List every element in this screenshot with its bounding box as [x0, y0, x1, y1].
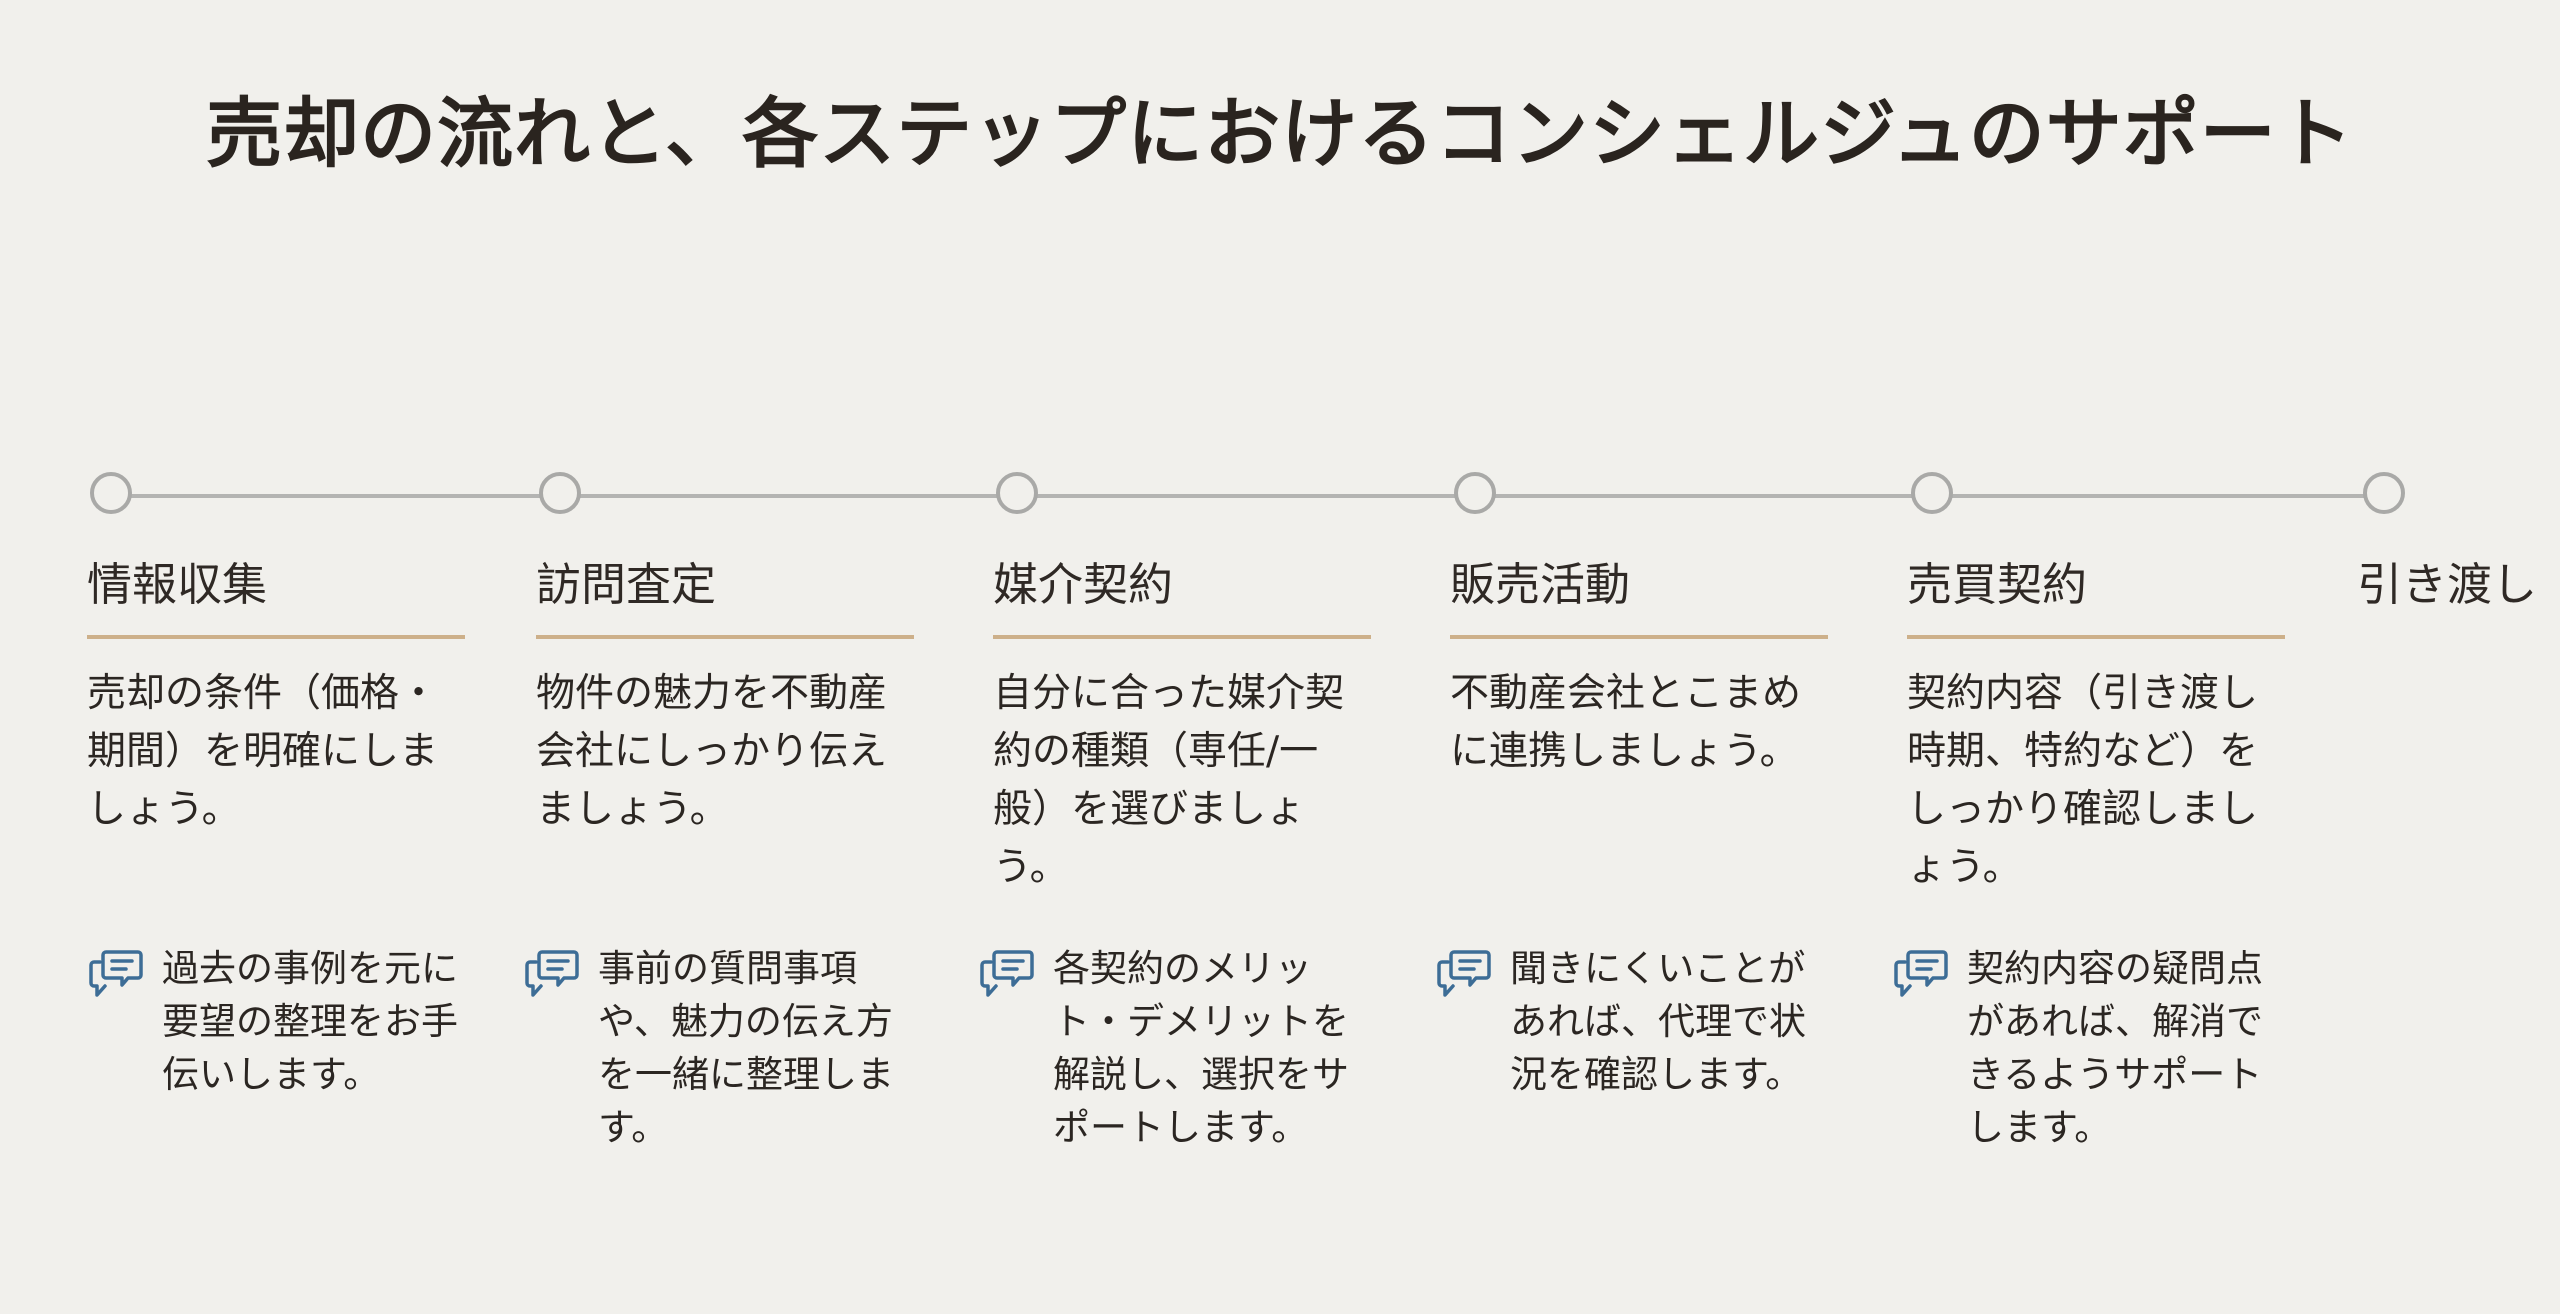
step-description: 自分に合った媒介契約の種類（専任/一般）を選びましょう。: [993, 671, 1345, 890]
page-title: 売却の流れと、各ステップにおけるコンシェルジュのサポート: [206, 89, 2354, 178]
timeline-track: [111, 494, 2384, 498]
concierge-support: 各契約のメリット・デメリットを解説し、選択をサポートします。: [977, 942, 1353, 1154]
chat-bubbles-icon: [977, 942, 1035, 1154]
step-name: 売買契約: [1907, 558, 2088, 611]
step-name: 引き渡し: [2357, 558, 2538, 611]
step-column: 引き渡し: [2357, 555, 2560, 615]
chat-bubbles-icon: [1434, 942, 1492, 1101]
step-divider: [1907, 635, 2285, 639]
step-name: 情報収集: [87, 558, 268, 611]
concierge-support: 契約内容の疑問点があれば、解消できるようサポートします。: [1891, 942, 2267, 1154]
timeline-node-3: [996, 472, 1038, 514]
support-text: 聞きにくいことがあれば、代理で状況を確認します。: [1510, 947, 1806, 1096]
step-column: 販売活動不動産会社とこまめに連携しましょう。: [1450, 555, 1830, 781]
step-column: 訪問査定物件の魅力を不動産会社にしっかり伝えましょう。: [536, 555, 916, 839]
support-text: 契約内容の疑問点があれば、解消できるようサポートします。: [1967, 947, 2263, 1149]
support-text: 各契約のメリット・デメリットを解説し、選択をサポートします。: [1053, 947, 1349, 1149]
chat-bubbles-icon: [522, 942, 580, 1154]
timeline-node-1: [90, 472, 132, 514]
step-divider: [1450, 635, 1828, 639]
step-divider: [993, 635, 1371, 639]
timeline-node-5: [1911, 472, 1953, 514]
step-name: 媒介契約: [993, 558, 1174, 611]
step-description: 物件の魅力を不動産会社にしっかり伝えましょう。: [536, 671, 888, 832]
support-text: 過去の事例を元に要望の整理をお手伝いします。: [162, 947, 458, 1096]
step-column: 媒介契約自分に合った媒介契約の種類（専任/一般）を選びましょう。: [993, 555, 1373, 897]
step-description: 売却の条件（価格・期間）を明確にしましょう。: [87, 671, 439, 832]
support-text: 事前の質問事項や、魅力の伝え方を一緒に整理します。: [598, 947, 894, 1149]
step-divider: [536, 635, 914, 639]
step-name: 訪問査定: [536, 558, 717, 611]
step-description: 契約内容（引き渡し時期、特約など）をしっかり確認しましょう。: [1907, 671, 2259, 890]
concierge-support: 事前の質問事項や、魅力の伝え方を一緒に整理します。: [522, 942, 898, 1154]
step-column: 売買契約契約内容（引き渡し時期、特約など）をしっかり確認しましょう。: [1907, 555, 2287, 897]
timeline-node-4: [1454, 472, 1496, 514]
step-name: 販売活動: [1450, 558, 1631, 611]
concierge-support: 過去の事例を元に要望の整理をお手伝いします。: [86, 942, 462, 1101]
chat-bubbles-icon: [1891, 942, 1949, 1154]
step-column: 情報収集売却の条件（価格・期間）を明確にしましょう。: [87, 555, 467, 839]
step-divider: [87, 635, 465, 639]
concierge-support: 聞きにくいことがあれば、代理で状況を確認します。: [1434, 942, 1810, 1101]
step-description: 不動産会社とこまめに連携しましょう。: [1450, 671, 1802, 774]
timeline-node-2: [539, 472, 581, 514]
timeline-node-6: [2363, 472, 2405, 514]
chat-bubbles-icon: [86, 942, 144, 1101]
